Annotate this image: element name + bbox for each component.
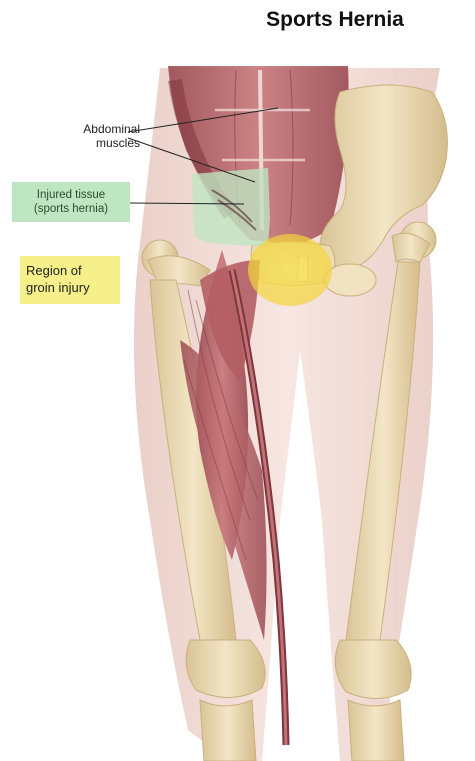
- injured-tissue-highlight: [192, 168, 270, 246]
- label-injured-tissue: Injured tissue (sports hernia): [12, 182, 130, 222]
- label-abdominal-line-2: muscles: [30, 136, 140, 150]
- label-injured-line-1: Injured tissue: [16, 188, 126, 202]
- groin-region-highlight: [248, 234, 332, 306]
- label-injured-line-2: (sports hernia): [16, 202, 126, 216]
- label-groin-line-2: groin injury: [26, 279, 114, 296]
- page-title: Sports Hernia: [200, 8, 470, 32]
- label-groin-injury: Region of groin injury: [20, 256, 120, 304]
- label-groin-line-1: Region of: [26, 262, 114, 279]
- label-abdominal-line-1: Abdominal: [30, 122, 140, 136]
- label-abdominal-muscles: Abdominal muscles: [30, 122, 140, 150]
